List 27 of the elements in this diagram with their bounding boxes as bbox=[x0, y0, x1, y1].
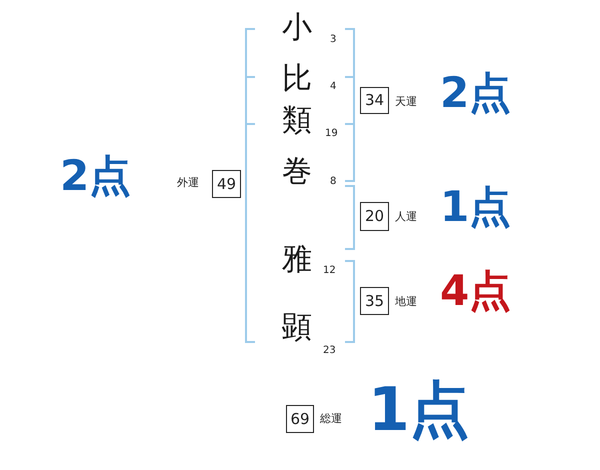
name-character: 雅 bbox=[282, 245, 312, 275]
value-box: 20 bbox=[360, 202, 389, 231]
fortune-label: 地運 bbox=[395, 296, 417, 307]
stroke-count: 19 bbox=[325, 129, 338, 139]
score: 2点 bbox=[60, 155, 132, 197]
score: 2点 bbox=[440, 72, 512, 114]
name-character: 巻 bbox=[282, 157, 312, 187]
fortune-label: 外運 bbox=[177, 177, 199, 188]
value-box: 49 bbox=[212, 170, 241, 198]
score: 1点 bbox=[440, 186, 512, 228]
stroke-count: 3 bbox=[330, 35, 336, 45]
name-character: 比 bbox=[282, 64, 312, 94]
fortune-label: 総運 bbox=[320, 413, 342, 424]
value-box: 69 bbox=[286, 405, 314, 433]
fortune-label: 天運 bbox=[395, 96, 417, 107]
name-character: 顕 bbox=[282, 313, 312, 343]
stroke-count: 23 bbox=[323, 346, 336, 356]
value-box: 34 bbox=[360, 87, 389, 114]
name-character: 類 bbox=[282, 106, 312, 136]
stroke-count: 4 bbox=[330, 82, 336, 92]
stroke-count: 8 bbox=[330, 177, 336, 187]
fortune-label: 人運 bbox=[395, 211, 417, 222]
stroke-count: 12 bbox=[323, 266, 336, 276]
value-box: 35 bbox=[360, 287, 389, 315]
score: 4点 bbox=[440, 270, 512, 312]
name-character: 小 bbox=[282, 13, 312, 43]
score: 1点 bbox=[368, 380, 470, 440]
